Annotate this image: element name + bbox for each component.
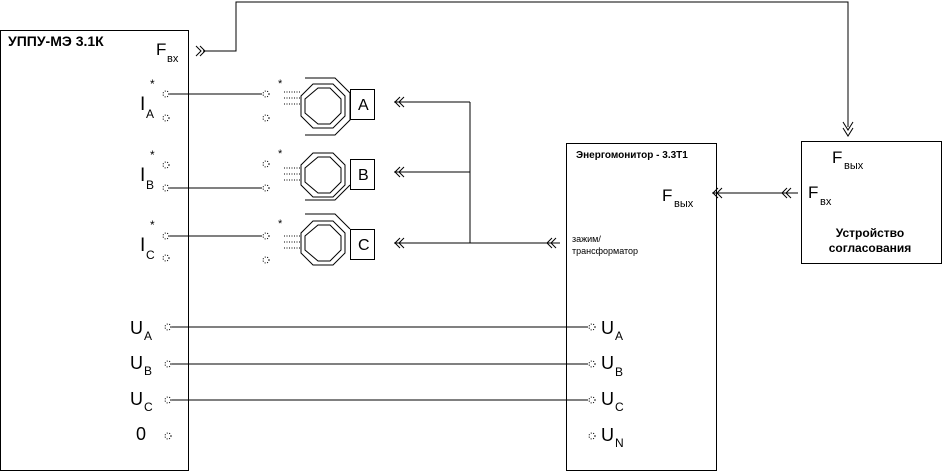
svg-text:0: 0	[136, 424, 146, 444]
energomonitor-voltage-ua: U A	[601, 318, 623, 343]
energomonitor-f-out-label: F вых	[662, 186, 694, 210]
uppu-f-in-label: F вх	[156, 40, 179, 65]
svg-text:*: *	[278, 148, 283, 160]
clamp-c: * C	[262, 213, 375, 266]
matching-device-block: F вых F вх Устройство согласования	[801, 141, 942, 264]
svg-text:B: B	[615, 365, 623, 379]
svg-text:F: F	[808, 183, 818, 202]
svg-text:A: A	[146, 107, 154, 121]
uppu-terminals	[162, 90, 172, 440]
svg-text:U: U	[130, 389, 143, 409]
svg-text:F: F	[156, 40, 166, 59]
svg-text:*: *	[150, 77, 155, 91]
matching-f-in-label: F вх	[808, 183, 832, 208]
svg-text:F: F	[662, 186, 672, 205]
svg-text:U: U	[601, 353, 614, 373]
clamp-b: * B	[262, 148, 375, 201]
svg-text:вх: вх	[167, 53, 179, 65]
svg-text:F: F	[832, 148, 842, 167]
svg-text:I: I	[140, 235, 145, 256]
svg-text:A: A	[144, 329, 152, 343]
matching-device-label-2: согласования	[829, 241, 912, 255]
svg-text:C: C	[615, 400, 624, 414]
matching-f-out-label: F вых	[832, 148, 864, 172]
uppu-current-ib: * I B	[140, 148, 155, 192]
uppu-voltage-ua: U A	[130, 318, 152, 343]
clamp-a: * A	[262, 77, 375, 136]
svg-text:B: B	[358, 167, 369, 184]
uppu-current-ic: * I C	[140, 218, 155, 262]
energomonitor-title: Энергомонитор - 3.3Т1	[576, 150, 688, 161]
svg-text:B: B	[146, 178, 154, 192]
uppu-voltage-uc: U C	[130, 389, 153, 414]
clamp-input-label: зажим/	[572, 234, 601, 244]
energomonitor-voltage-uc: U C	[601, 389, 624, 414]
svg-text:*: *	[150, 218, 155, 232]
svg-text:U: U	[601, 318, 614, 338]
energomonitor-terminals	[588, 323, 596, 440]
svg-text:U: U	[130, 353, 143, 373]
svg-text:A: A	[615, 329, 623, 343]
clamp-input-label-2: трансформатор	[572, 246, 638, 256]
svg-text:I: I	[140, 94, 145, 115]
svg-text:*: *	[278, 218, 283, 230]
svg-text:C: C	[144, 400, 153, 414]
uppu-block: УППУ-МЭ 3.1К F вх * I A * I B * I C U A …	[0, 30, 189, 471]
svg-text:*: *	[278, 78, 283, 90]
frequency-signal-wiring	[195, 1, 854, 199]
svg-text:U: U	[130, 318, 143, 338]
svg-text:A: A	[358, 97, 369, 114]
svg-text:U: U	[601, 389, 614, 409]
svg-text:вых: вых	[674, 198, 694, 210]
svg-text:I: I	[140, 165, 145, 186]
uppu-voltage-ub: U B	[130, 353, 152, 378]
energomonitor-voltage-un: U N	[601, 425, 624, 450]
svg-text:B: B	[144, 364, 152, 378]
uppu-voltage-0: 0	[136, 424, 146, 444]
svg-text:вх: вх	[820, 196, 832, 208]
energomonitor-voltage-ub: U B	[601, 353, 623, 379]
svg-text:N: N	[615, 436, 624, 450]
voltage-wiring	[172, 326, 588, 401]
svg-text:C: C	[358, 237, 370, 254]
svg-text:U: U	[601, 425, 614, 445]
svg-text:C: C	[146, 248, 155, 262]
uppu-title: УППУ-МЭ 3.1К	[8, 33, 104, 49]
matching-device-label: Устройство	[836, 226, 904, 240]
svg-text:*: *	[150, 148, 155, 162]
energomonitor-block: Энергомонитор - 3.3Т1 F вых зажим/ транс…	[566, 143, 717, 471]
svg-text:вых: вых	[844, 160, 864, 172]
uppu-current-ia: * I A	[140, 77, 155, 121]
current-wiring	[170, 93, 560, 249]
